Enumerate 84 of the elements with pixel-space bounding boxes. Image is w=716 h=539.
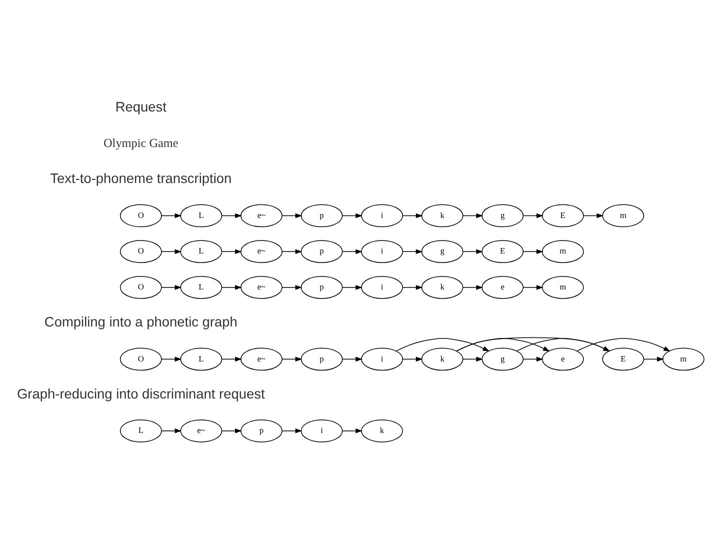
- node-ellipse: g: [482, 348, 524, 371]
- arrow: [222, 285, 242, 290]
- arrow: [161, 285, 182, 290]
- node-ellipse: e~: [180, 419, 222, 442]
- arrow: [516, 338, 610, 352]
- arrow: [222, 428, 242, 434]
- arrow: [282, 356, 302, 362]
- node-ellipse: i: [361, 240, 404, 264]
- node-ellipse: O: [120, 348, 162, 371]
- node-ellipse: O: [120, 276, 162, 299]
- arrow: [402, 213, 423, 218]
- node-ellipse: i: [361, 276, 404, 299]
- node-ellipse: e: [542, 348, 584, 371]
- arrow: [222, 249, 242, 254]
- label: Request: [115, 99, 166, 114]
- arrow: [576, 338, 670, 352]
- node-ellipse: e: [482, 276, 524, 299]
- arrow: [522, 213, 544, 218]
- node-ellipse: i: [300, 419, 343, 442]
- arrow: [342, 213, 362, 218]
- arrow: [396, 338, 490, 352]
- arrow: [342, 356, 362, 362]
- node-ellipse: p: [300, 348, 343, 371]
- node-ellipse: e~: [240, 240, 282, 264]
- arrow: [462, 356, 484, 362]
- node-ellipse: E: [602, 348, 644, 371]
- arrow: [462, 213, 484, 218]
- arrow: [161, 428, 182, 434]
- arrow: [462, 249, 484, 254]
- arrow: [161, 356, 182, 362]
- node-ellipse: O: [120, 204, 162, 228]
- node-ellipse: e~: [240, 276, 282, 299]
- arrow: [522, 249, 544, 254]
- node-ellipse: i: [361, 204, 404, 228]
- node-ellipse: p: [300, 240, 343, 264]
- arrow: [342, 249, 362, 254]
- node-ellipse: m: [542, 276, 584, 299]
- arrow: [402, 356, 423, 362]
- arrow: [462, 285, 484, 290]
- node-ellipse: k: [421, 276, 464, 299]
- node-ellipse: k: [421, 348, 464, 371]
- arrow: [402, 285, 423, 290]
- arrow: [282, 285, 302, 290]
- arrow: [342, 285, 362, 290]
- node-ellipse: L: [180, 276, 222, 299]
- arrow: [522, 356, 544, 362]
- arrow: [282, 249, 302, 254]
- node-ellipse: L: [180, 240, 222, 264]
- arrow: [282, 213, 302, 218]
- arrow: [644, 356, 664, 362]
- node-ellipse: e~: [240, 204, 282, 228]
- node-ellipse: O: [120, 240, 162, 264]
- node-ellipse: p: [300, 204, 343, 228]
- arrow: [222, 356, 242, 362]
- arrow: [522, 285, 544, 290]
- arrow: [222, 213, 242, 218]
- node-ellipse: k: [361, 419, 404, 442]
- node-ellipse: k: [421, 204, 464, 228]
- arrow: [402, 249, 423, 254]
- arrow: [456, 338, 550, 352]
- node-ellipse: L: [120, 419, 162, 442]
- node-ellipse: m: [662, 348, 704, 371]
- node-ellipse: i: [361, 348, 404, 371]
- label: Compiling into a phonetic graph: [44, 314, 238, 330]
- node-ellipse: g: [421, 240, 464, 264]
- arrow: [282, 428, 302, 434]
- node-ellipse: g: [482, 204, 524, 228]
- arrow: [583, 213, 604, 218]
- arrow: [342, 428, 362, 434]
- node-ellipse: m: [602, 204, 644, 228]
- arrow: [161, 249, 182, 254]
- node-ellipse: L: [180, 204, 222, 228]
- arrow: [161, 213, 182, 218]
- node-ellipse: E: [482, 240, 524, 264]
- arrow: [456, 337, 610, 352]
- node-ellipse: p: [300, 276, 343, 299]
- node-ellipse: E: [542, 204, 584, 228]
- label: Graph-reducing into discriminant request: [17, 386, 265, 402]
- node-ellipse: e~: [240, 348, 282, 371]
- node-ellipse: L: [180, 348, 222, 371]
- label: Text-to-phoneme transcription: [50, 171, 232, 186]
- node-ellipse: p: [240, 419, 282, 442]
- node-ellipse: m: [542, 240, 584, 264]
- label: Olympic Game: [104, 136, 178, 150]
